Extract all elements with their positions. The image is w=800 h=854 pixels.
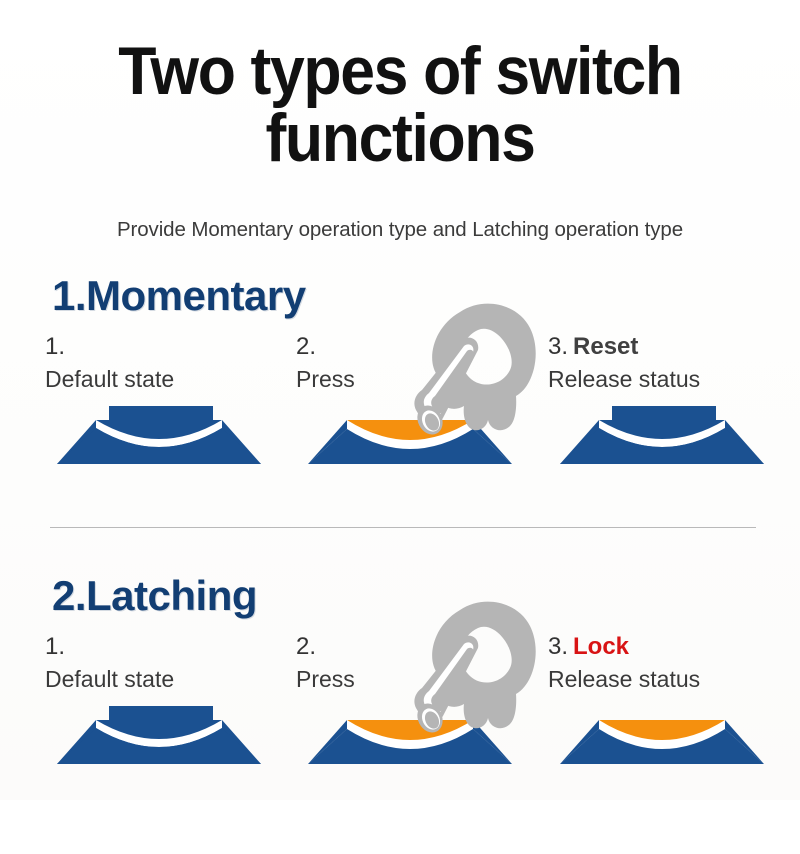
step-description: Press — [296, 665, 355, 692]
step-item: 3.Reset Release status — [548, 333, 798, 464]
step-number: 3.Reset — [548, 333, 798, 361]
step-number: 3.Lock — [548, 633, 798, 661]
rocker-switch-off-icon — [51, 406, 267, 472]
step-list-latching: 1. Default state 2. Press — [0, 633, 800, 854]
step-number: 1. — [45, 333, 295, 361]
step-description: Press — [296, 365, 355, 392]
step-item: 1. Default state — [45, 633, 295, 764]
step-number: 2. — [296, 633, 546, 661]
page-subtitle: Provide Momentary operation type and Lat… — [116, 218, 684, 241]
step-item: 2. Press — [296, 333, 546, 464]
step-number: 2. — [296, 333, 546, 361]
step-number-text: 1. — [45, 633, 66, 660]
step-description: Default state — [45, 365, 175, 392]
rocker-switch-pressed-icon — [302, 406, 518, 472]
step-description: Release status — [548, 365, 701, 392]
step-item: 1. Default state — [45, 333, 295, 464]
rocker-switch-off-icon — [554, 406, 770, 472]
step-number-text: 2. — [296, 633, 317, 660]
step-number-text: 2. — [296, 333, 317, 360]
rocker-switch-locked-icon — [554, 706, 770, 772]
step-number-text: 3. — [548, 333, 569, 360]
infographic-page: Two types of switch functions Provide Mo… — [0, 0, 800, 800]
step-item: 3.Lock Release status — [548, 633, 798, 764]
step-number: 1. — [45, 633, 295, 661]
section-heading-momentary: 1.Momentary — [52, 272, 306, 319]
step-description: Release status — [548, 665, 701, 692]
rocker-switch-pressed-icon — [302, 706, 518, 772]
step-emphasis: Reset — [573, 333, 639, 360]
section-divider — [50, 527, 756, 528]
step-emphasis: Lock — [573, 633, 630, 660]
section-heading-latching: 2.Latching — [52, 572, 258, 619]
step-number-text: 1. — [45, 333, 66, 360]
step-description: Default state — [45, 665, 175, 692]
rocker-switch-off-icon — [51, 706, 267, 772]
page-title: Two types of switch functions — [118, 33, 683, 176]
step-number-text: 3. — [548, 633, 569, 660]
step-item: 2. Press — [296, 633, 546, 764]
step-list-momentary: 1. Default state 2. Press — [0, 333, 800, 554]
